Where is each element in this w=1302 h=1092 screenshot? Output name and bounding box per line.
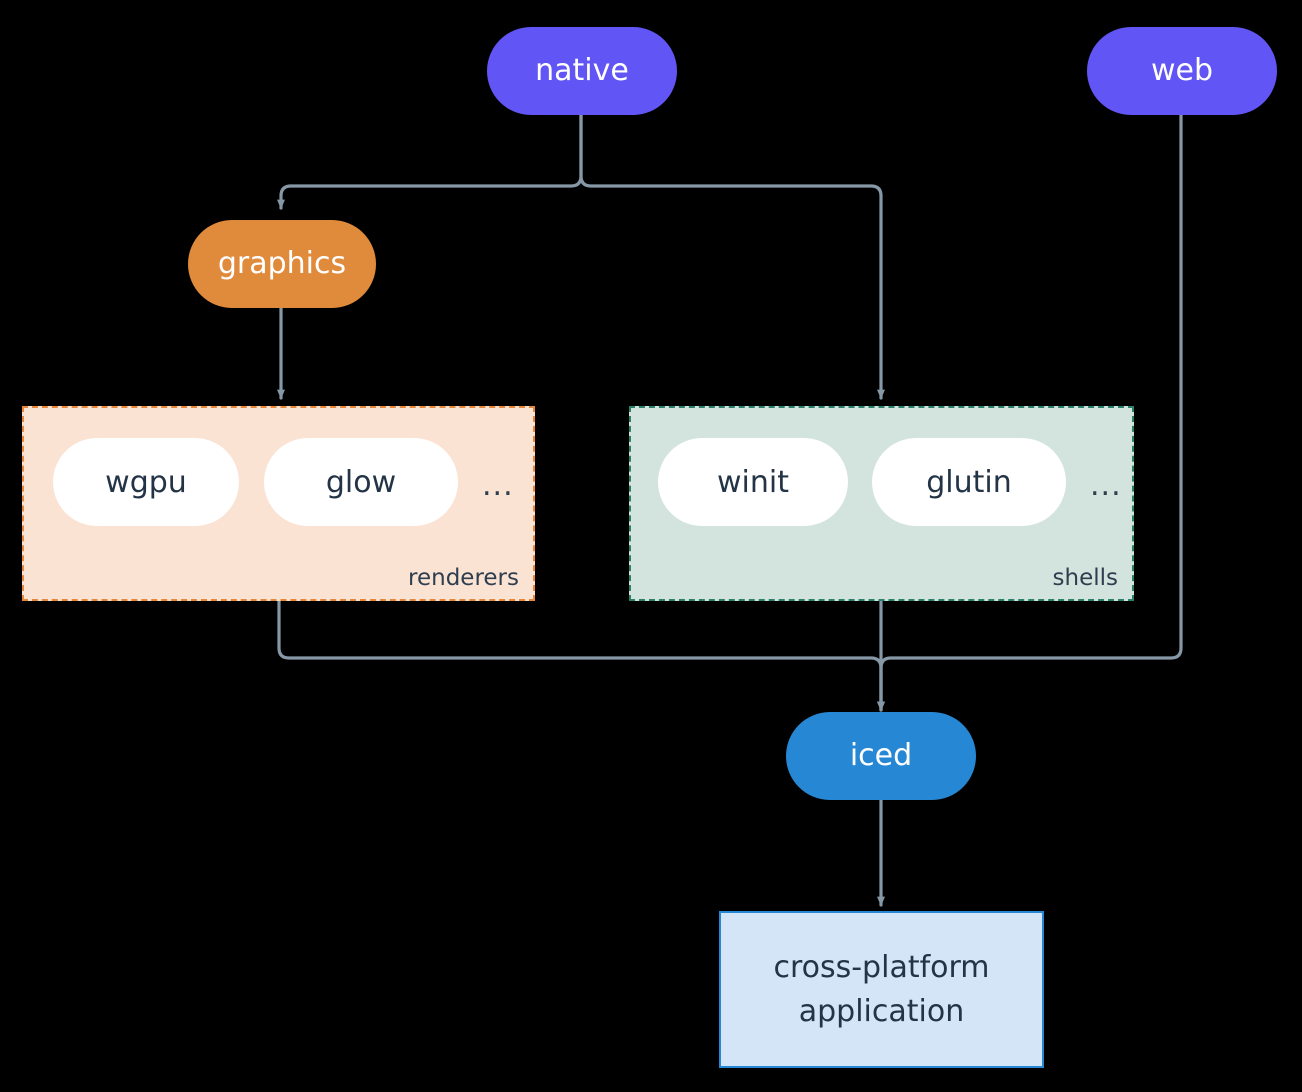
node-glutin[interactable]: glutin	[872, 438, 1066, 526]
group-renderers-label: renderers	[408, 565, 519, 591]
application-line-2: application	[798, 993, 965, 1029]
group-renderers[interactable]: wgpu glow ... renderers	[22, 406, 535, 601]
node-graphics[interactable]: graphics	[188, 220, 376, 308]
shells-overflow-ellipsis: ...	[1090, 468, 1122, 503]
node-winit[interactable]: winit	[658, 438, 848, 526]
node-winit-label: winit	[717, 464, 789, 500]
node-wgpu[interactable]: wgpu	[53, 438, 239, 526]
edge-native-to-shells	[579, 111, 885, 400]
node-glutin-label: glutin	[926, 464, 1012, 500]
application-text-wrapper: cross-platform application	[773, 946, 989, 1033]
node-wgpu-label: wgpu	[105, 464, 187, 500]
node-glow-label: glow	[325, 464, 397, 500]
node-web-label: web	[1150, 53, 1214, 89]
node-native[interactable]: native	[487, 27, 677, 115]
node-glow[interactable]: glow	[264, 438, 458, 526]
edge-native-to-graphics	[277, 111, 583, 210]
node-iced[interactable]: iced	[786, 712, 976, 800]
node-web[interactable]: web	[1087, 27, 1277, 115]
node-graphics-label: graphics	[217, 246, 347, 282]
group-shells[interactable]: winit glutin ... shells	[629, 406, 1134, 601]
group-shells-label: shells	[1052, 565, 1118, 591]
node-cross-platform-application[interactable]: cross-platform application	[719, 911, 1044, 1068]
application-line-1: cross-platform	[773, 950, 990, 985]
edge-renderers-to-iced	[277, 599, 885, 712]
node-iced-label: iced	[849, 738, 913, 774]
renderers-overflow-ellipsis: ...	[482, 468, 514, 503]
node-native-label: native	[535, 53, 629, 89]
